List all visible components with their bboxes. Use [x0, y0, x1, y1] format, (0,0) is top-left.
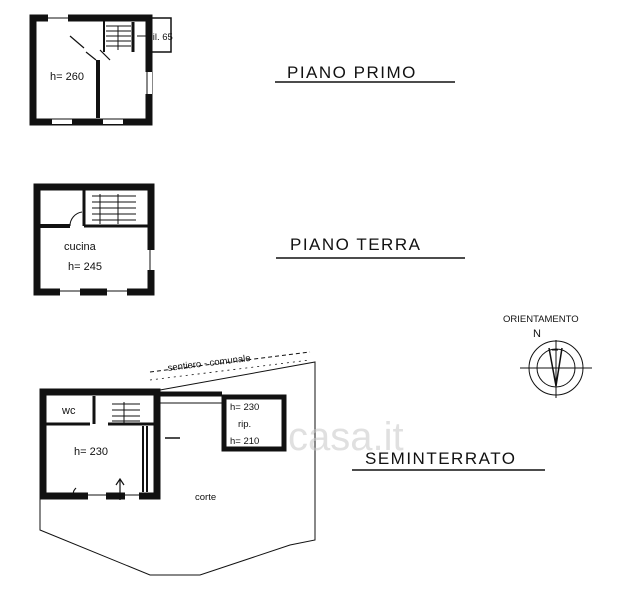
- ground-floor-plan: cucina h= 245: [33, 183, 155, 296]
- first-floor-plan: h= 260 cil. 65: [29, 14, 173, 126]
- courtyard-label: corte: [195, 492, 216, 503]
- storage-height: h= 230: [230, 402, 259, 413]
- compass-north: N: [533, 328, 541, 340]
- compass: ORIENTAMENTO N: [503, 314, 592, 398]
- storage-height-2: h= 210: [230, 436, 259, 447]
- ground-floor-height: h= 245: [68, 261, 102, 273]
- first-floor-height: h= 260: [50, 71, 84, 83]
- wc-label: wc: [61, 405, 76, 417]
- compass-label: ORIENTAMENTO: [503, 314, 579, 325]
- first-floor-title: PIANO PRIMO: [287, 63, 417, 82]
- path-label: sentiero - comunale: [167, 353, 251, 374]
- basement-plan: wc h= 230 h= 230 rip. h= 210 corte senti…: [39, 351, 316, 576]
- first-floor-note: cil. 65: [148, 32, 173, 43]
- ground-floor-title: PIANO TERRA: [290, 235, 421, 254]
- watermark: casa.it: [288, 415, 404, 459]
- storage-label: rip.: [238, 419, 251, 430]
- kitchen-label: cucina: [64, 241, 97, 253]
- basement-height: h= 230: [74, 446, 108, 458]
- basement-title: SEMINTERRATO: [365, 449, 517, 468]
